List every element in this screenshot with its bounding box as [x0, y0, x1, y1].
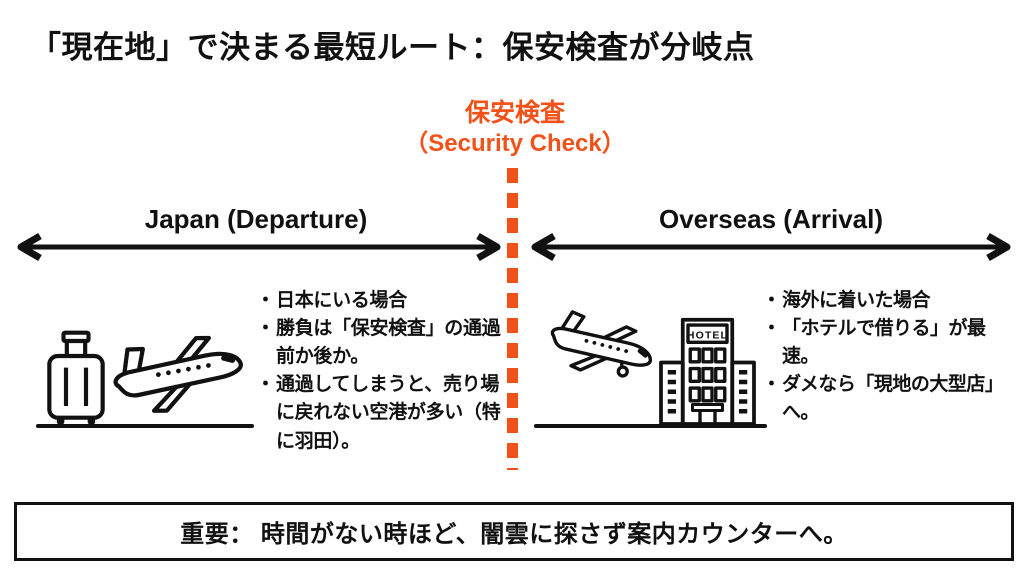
right-ground-line [534, 424, 767, 428]
security-check-label-en: （Security Check） [404, 129, 626, 157]
bullet-text: 海外に着いた場合 [782, 290, 931, 311]
list-item: ・ 海外に着いた場合 [762, 287, 1022, 315]
bullet-text: ダメなら「現地の大型店」へ。 [782, 374, 1004, 424]
bullet-marker: ・ [256, 374, 275, 396]
bullet-marker: ・ [762, 374, 781, 396]
japan-bullet-list: ・ 日本にいる場合 ・ 勝負は「保安検査」の通過前か後か。 ・ 通過してしまうと… [256, 287, 504, 456]
bullet-marker: ・ [256, 290, 275, 311]
bullet-marker: ・ [762, 318, 781, 340]
page-title: 「現在地」で決まる最短ルート：保安検査が分岐点 [30, 30, 755, 65]
important-note-text: 重要： 時間がない時ほど、闇雲に探さず案内カウンターへ。 [180, 521, 848, 548]
bullet-marker: ・ [762, 290, 781, 311]
dashed-divider-line [507, 168, 518, 470]
list-item: ・ 通過してしまうと、売り場に戻れない空港が多い（特に羽田）。 [256, 371, 504, 455]
overseas-axis-label: Overseas (Arrival) [658, 204, 884, 234]
bullet-text: 「ホテルで借りる」が最速。 [782, 318, 986, 368]
hotel-icon: HOTEL [659, 317, 756, 426]
airplane-landing-icon [550, 310, 653, 378]
hotel-sign-text: HOTEL [687, 330, 728, 342]
bullet-text: 勝負は「保安検査」の通過前か後か。 [276, 318, 501, 368]
overseas-bullet-list: ・ 海外に着いた場合 ・ 「ホテルで借りる」が最速。 ・ ダメなら「現地の大型店… [762, 287, 1022, 428]
overseas-axis-arrow [531, 232, 1011, 262]
bullet-text: 通過してしまうと、売り場に戻れない空港が多い（特に羽田）。 [276, 374, 501, 452]
airplane-takeoff-icon [113, 335, 243, 413]
list-item: ・ 勝負は「保安検査」の通過前か後か。 [256, 315, 504, 371]
important-note-banner: 重要： 時間がない時ほど、闇雲に探さず案内カウンターへ。 [14, 502, 1014, 561]
list-item: ・ 「ホテルで借りる」が最速。 [762, 315, 1022, 371]
japan-axis-arrow [17, 232, 501, 262]
suitcase-icon [47, 330, 105, 425]
japan-axis-label: Japan (Departure) [144, 204, 368, 234]
bullet-text: 日本にいる場合 [276, 290, 407, 311]
list-item: ・ ダメなら「現地の大型店」へ。 [762, 371, 1022, 427]
left-ground-line [36, 424, 254, 428]
bullet-marker: ・ [256, 318, 275, 340]
security-check-label: 保安検査 （Security Check） [345, 98, 685, 158]
list-item: ・ 日本にいる場合 [256, 287, 504, 315]
security-check-label-jp: 保安検査 [464, 99, 565, 127]
